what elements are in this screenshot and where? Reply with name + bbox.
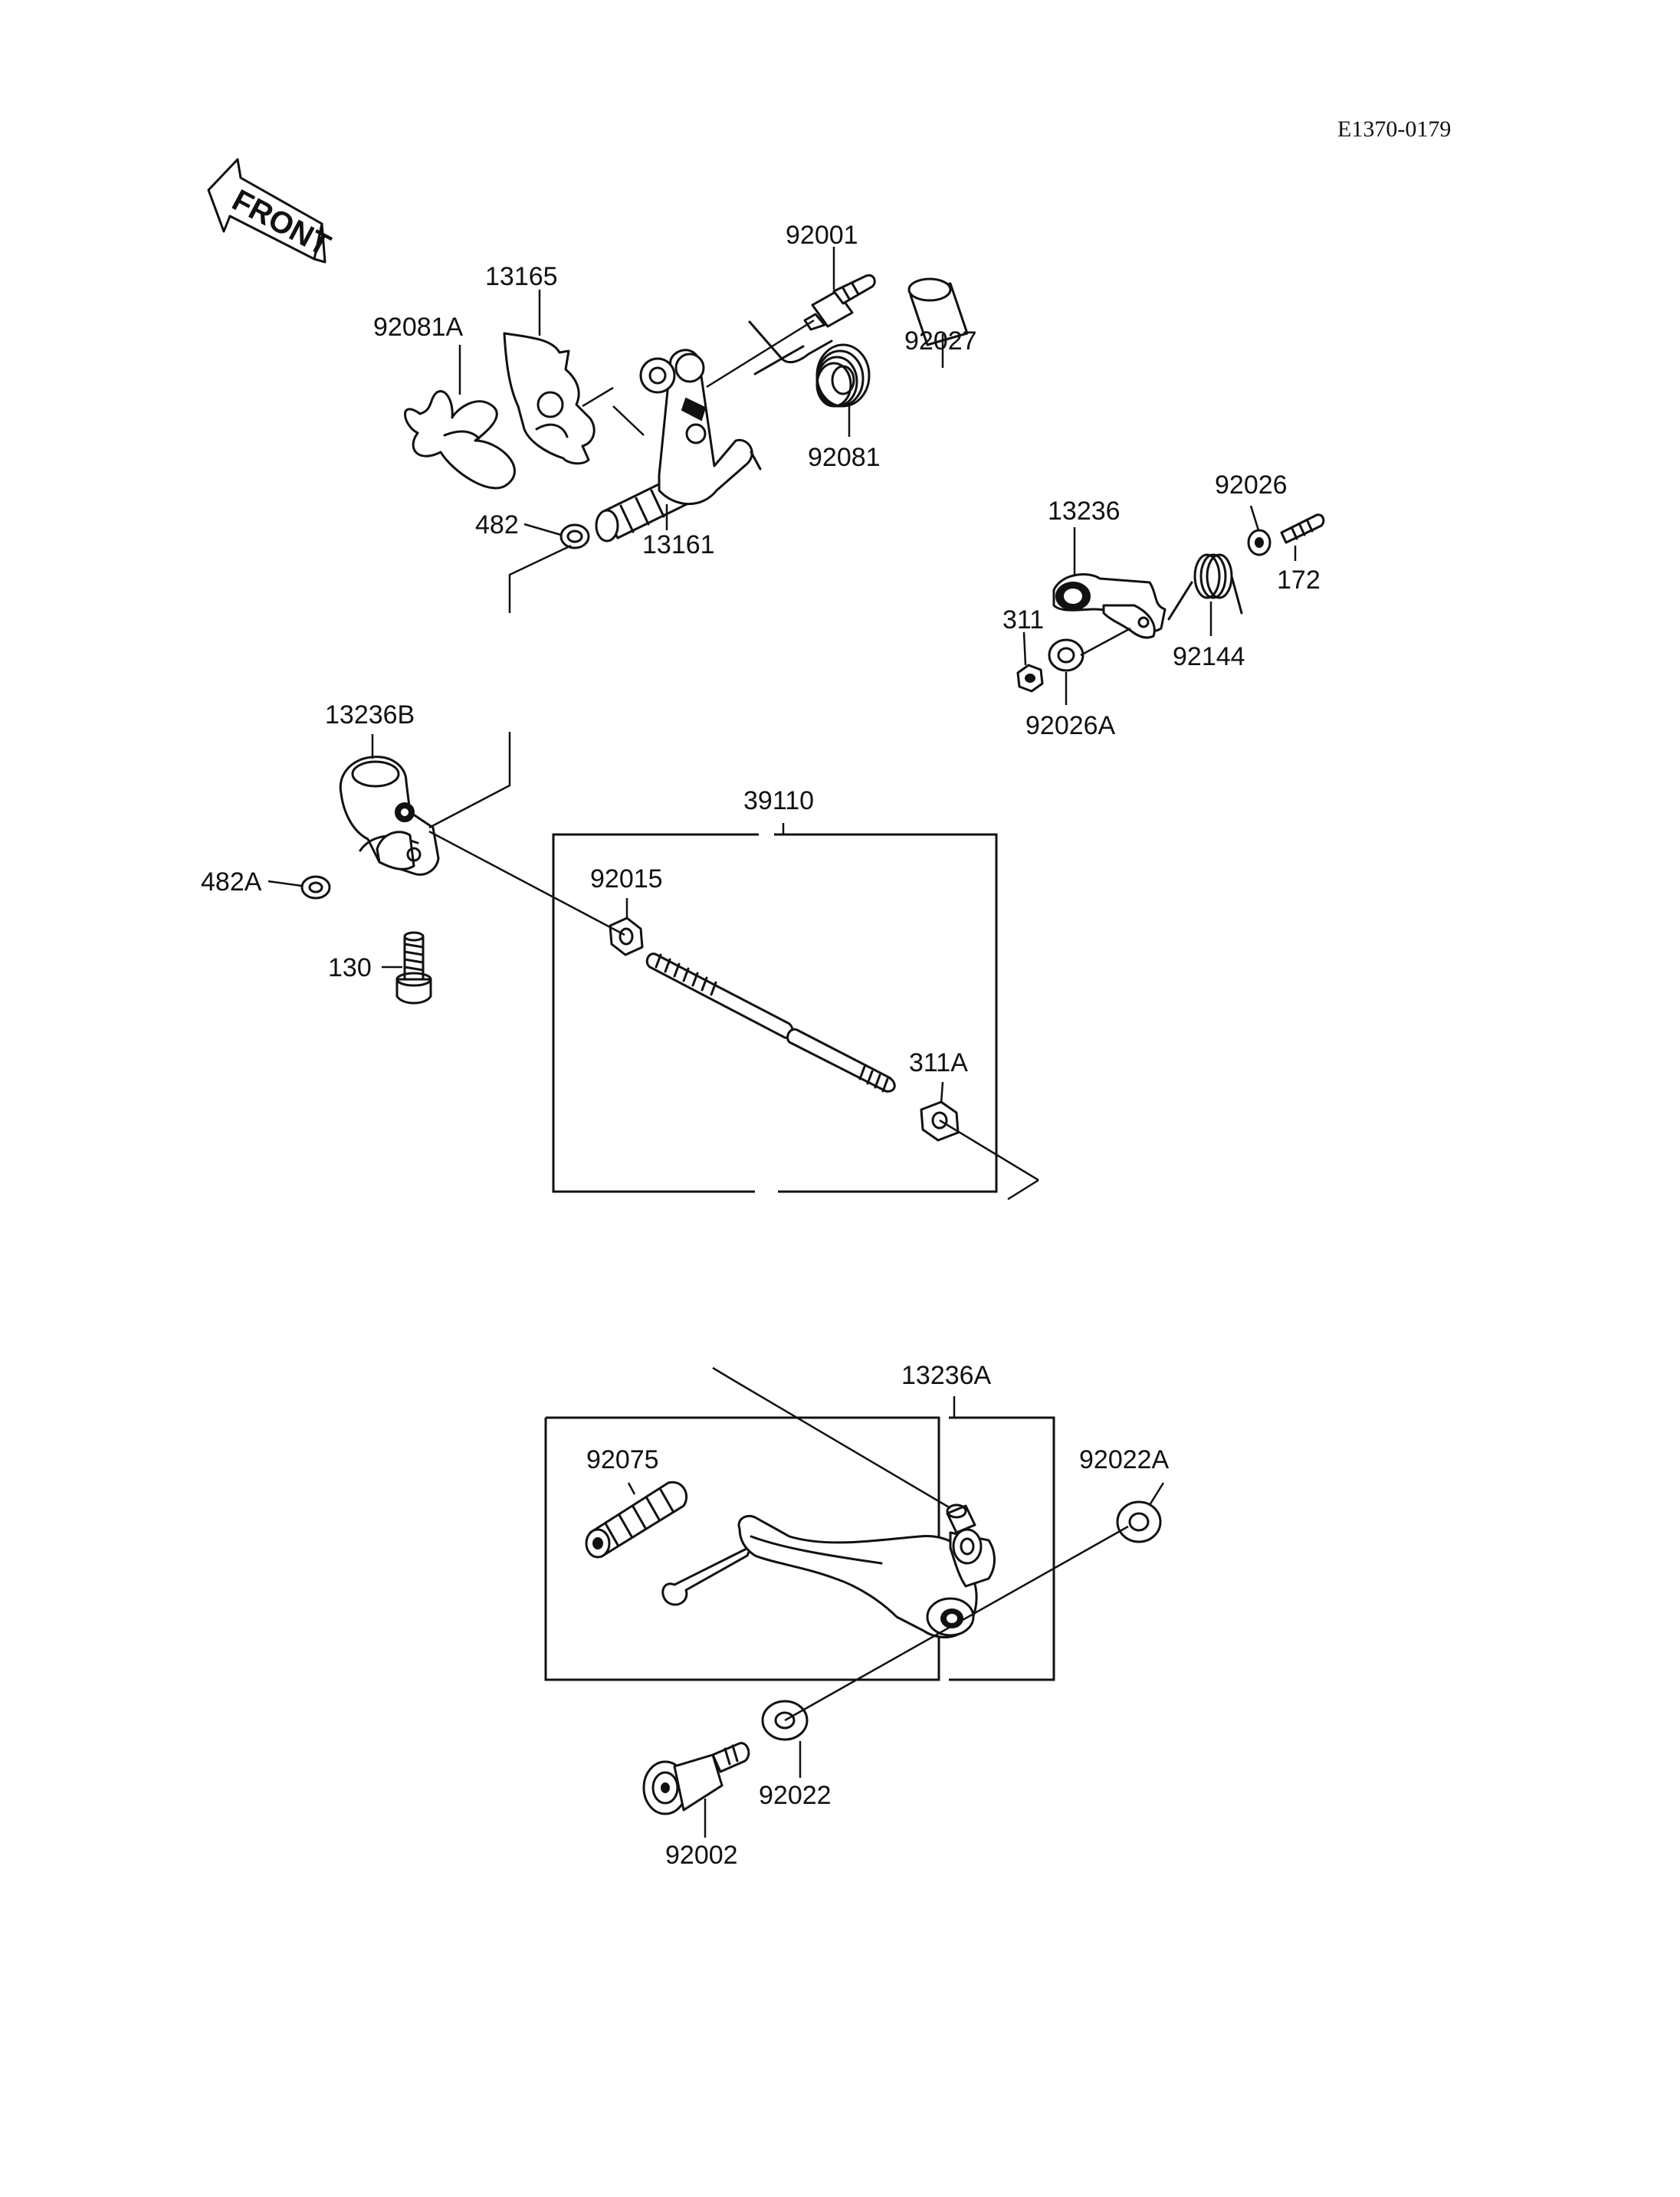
label-92081: 92081 (808, 443, 881, 472)
label-482: 482 (475, 510, 519, 539)
document-code: E1370-0179 (1337, 116, 1451, 142)
label-13161: 13161 (642, 530, 715, 559)
label-172: 172 (1277, 566, 1321, 595)
label-130: 130 (328, 953, 372, 982)
nut-92015 (609, 917, 644, 956)
leader-lines (267, 247, 1297, 1838)
label-92081A: 92081A (373, 313, 464, 342)
label-92026A: 92026A (1025, 711, 1116, 740)
front-arrow-icon: FRONT (207, 158, 336, 264)
clamp-lever-13236B (339, 756, 440, 876)
label-92015: 92015 (590, 864, 663, 894)
label-92027: 92027 (904, 326, 977, 356)
shift-shaft-13161 (595, 349, 762, 543)
label-13165: 13165 (485, 262, 558, 291)
label-92001: 92001 (786, 221, 858, 250)
spring-92144 (1167, 553, 1243, 621)
label-39110: 39110 (743, 786, 814, 815)
part-labels: 92001 13165 92081A 92027 92081 482 13161… (201, 221, 1321, 1870)
shift-pedal-13236A (544, 1416, 1055, 1681)
label-13236B: 13236B (325, 700, 415, 730)
collar-92027 (907, 277, 969, 346)
pin-172 (1280, 513, 1325, 544)
label-482A: 482A (201, 867, 262, 897)
circlip-482A (300, 875, 331, 900)
washer-92026 (1247, 529, 1271, 556)
pin-92001 (803, 274, 876, 331)
gasket-92081A (404, 390, 516, 490)
nut-311 (1016, 664, 1044, 693)
label-92026: 92026 (1215, 471, 1288, 500)
lever-13236 (1052, 573, 1166, 639)
label-92144: 92144 (1173, 642, 1245, 671)
washer-92022A (1116, 1500, 1162, 1543)
rod (645, 953, 896, 1093)
label-311A: 311A (909, 1048, 968, 1077)
label-92022: 92022 (759, 1781, 832, 1810)
label-311: 311 (1002, 605, 1044, 635)
spring-92081 (748, 320, 871, 408)
pedal-lever (661, 1503, 996, 1638)
assembly-lines (428, 319, 1131, 1722)
label-92002: 92002 (665, 1841, 738, 1870)
bolt-130 (395, 931, 432, 1005)
label-92022A: 92022A (1079, 1445, 1170, 1474)
bolt-92002 (642, 1742, 750, 1815)
rubber-92075 (585, 1481, 688, 1559)
label-92075: 92075 (586, 1445, 659, 1474)
tie-rod-39110 (552, 833, 998, 1193)
washer-92026A (1048, 638, 1084, 672)
label-13236: 13236 (1048, 497, 1121, 526)
circlip-482 (559, 523, 590, 549)
plate-13165 (503, 332, 596, 465)
label-13236A: 13236A (901, 1361, 992, 1390)
